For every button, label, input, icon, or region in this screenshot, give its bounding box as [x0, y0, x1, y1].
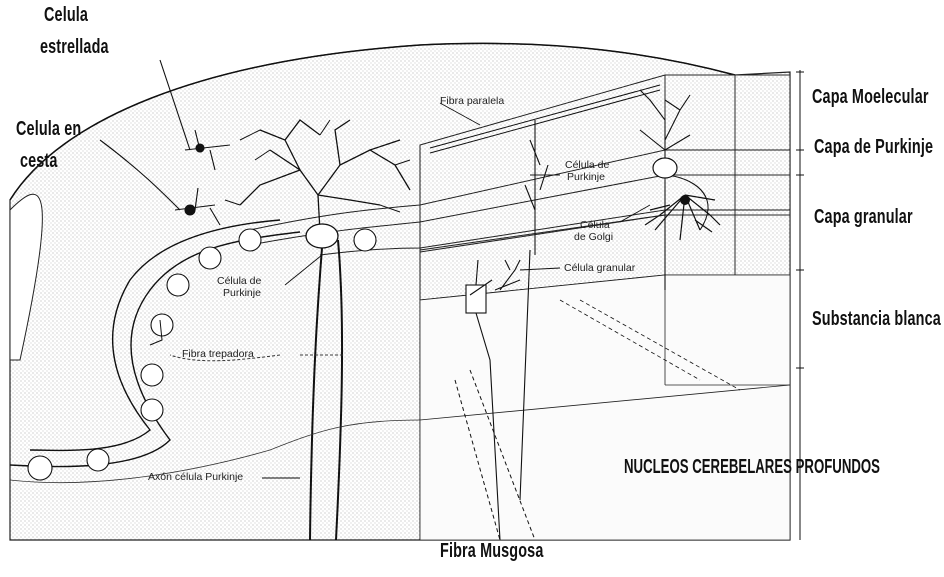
- label-celula-golgi-1: Célula: [580, 220, 610, 232]
- white-matter: [420, 275, 790, 540]
- label-fibra-musgosa: Fibra Musgosa: [440, 540, 543, 562]
- label-fibra-paralela: Fibra paralela: [440, 96, 504, 108]
- label-celula-estrellada-1: Celula: [44, 4, 88, 26]
- label-axon-celula-purkinje: Axón célula Purkinje: [148, 472, 243, 484]
- label-celula-golgi-2: de Golgi: [574, 232, 613, 244]
- label-fibra-trepadora: Fibra trepadora: [182, 349, 254, 361]
- label-capa-granular: Capa granular: [814, 206, 913, 228]
- label-celula-en-cesta-2: cesta: [20, 150, 58, 172]
- label-celula-purkinje-left-2: Purkinje: [223, 288, 261, 300]
- label-celula-granular: Célula granular: [564, 263, 635, 275]
- label-celula-en-cesta-1: Celula en: [16, 118, 81, 140]
- label-celula-estrellada-2: estrellada: [40, 36, 109, 58]
- label-celula-purkinje-left-1: Célula de: [217, 276, 261, 288]
- label-celula-purkinje-right-2: Purkinje: [567, 172, 605, 184]
- label-celula-purkinje-right-1: Célula de: [565, 160, 609, 172]
- label-substancia-blanca: Substancia blanca: [812, 308, 941, 330]
- purkinje-soma-main: [306, 224, 338, 248]
- label-capa-purkinje: Capa de Purkinje: [814, 136, 933, 158]
- label-nucleos-cerebelares: NUCLEOS CEREBELARES PROFUNDOS: [624, 456, 880, 478]
- label-capa-molecular: Capa Moelecular: [812, 86, 929, 108]
